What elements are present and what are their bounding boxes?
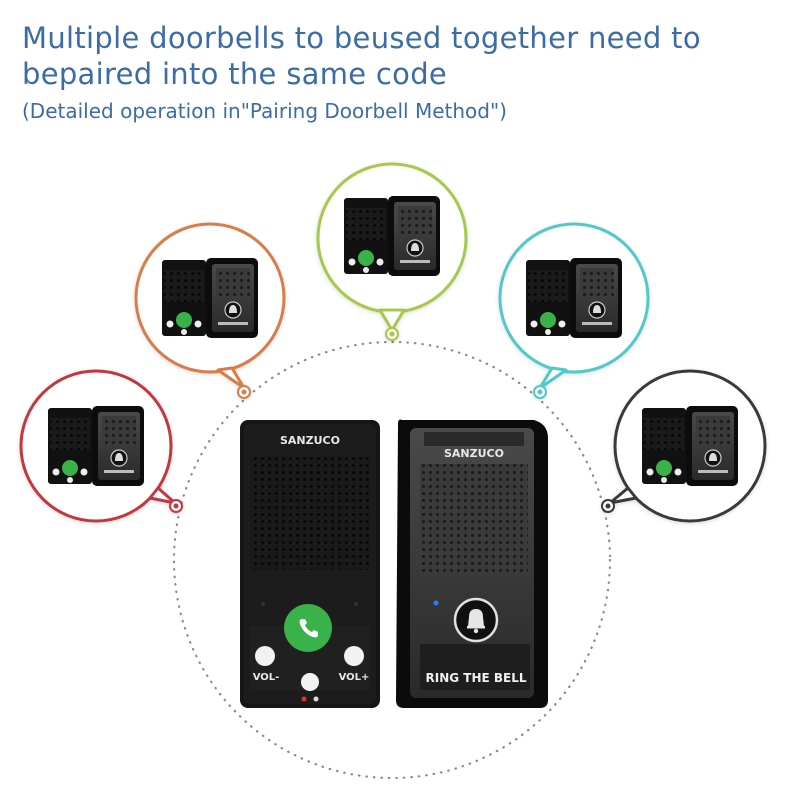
center-button xyxy=(301,673,319,691)
heading-line-1: Multiple doorbells to beused together ne… xyxy=(22,21,701,55)
heading-note: (Detailed operation in"Pairing Doorbell … xyxy=(22,99,507,123)
led-indicator-icon xyxy=(433,600,439,606)
bubble-orange xyxy=(134,222,286,399)
bubble-green xyxy=(316,162,468,341)
bubble-dark xyxy=(601,369,767,523)
bell-button-device: SANZUCO RING THE BELL xyxy=(396,419,548,708)
vol-plus-button xyxy=(344,646,364,666)
receiver-device: SANZUCO VOL- VOL+ xyxy=(240,420,380,708)
bubble-teal xyxy=(498,222,650,399)
vol-plus-label: VOL+ xyxy=(339,672,370,683)
dotted-ring xyxy=(172,340,612,780)
bell-icon xyxy=(467,609,485,634)
call-button xyxy=(284,604,332,652)
heading: Multiple doorbells to beused together ne… xyxy=(22,20,701,126)
vol-minus-button xyxy=(255,646,275,666)
heading-line-2: bepaired into the same code xyxy=(22,57,448,91)
bubble-red xyxy=(19,369,183,523)
bell-brand: SANZUCO xyxy=(444,447,504,460)
vol-minus-label: VOL- xyxy=(253,672,280,683)
phone-icon xyxy=(299,619,318,638)
receiver-brand: SANZUCO xyxy=(280,434,340,447)
bell-label: RING THE BELL xyxy=(425,671,526,685)
